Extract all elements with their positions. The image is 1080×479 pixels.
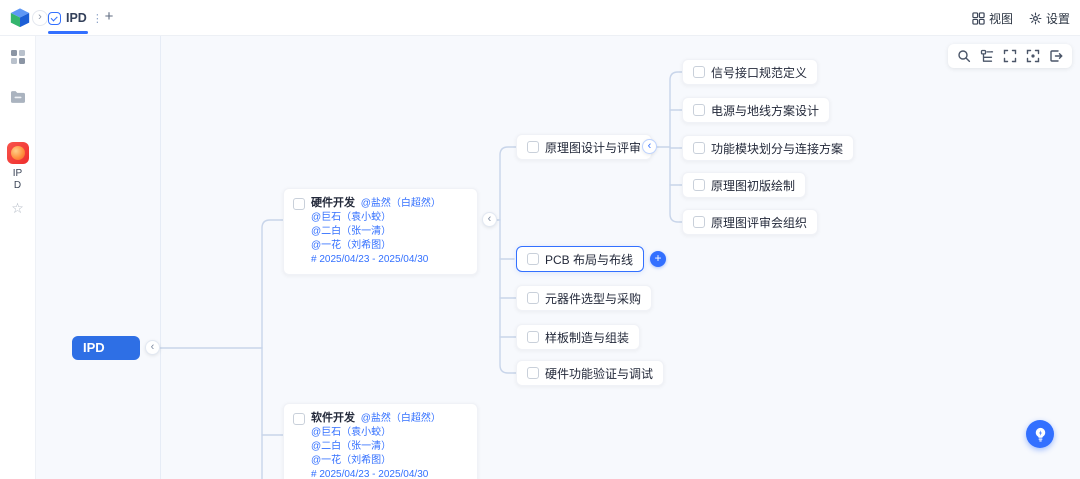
node-label: 原理图评审会组织 xyxy=(711,215,808,230)
ipd-app-icon[interactable] xyxy=(6,142,29,164)
node-title: 软件开发 xyxy=(311,412,355,424)
checkbox[interactable] xyxy=(693,216,705,228)
chevron-left-icon: ‹ xyxy=(647,140,652,152)
chevron-left-icon: ‹ xyxy=(487,213,492,225)
mindmap-node-pcb-layout[interactable]: PCB 布局与布线 xyxy=(516,246,645,272)
hardware-collapse-button[interactable]: ‹ xyxy=(482,212,497,227)
ipd-app-label: IPD xyxy=(12,168,23,191)
date-range[interactable]: # 2025/04/23 - 2025/04/30 xyxy=(311,254,429,265)
node-title: 硬件开发 xyxy=(311,197,355,209)
assignee-mention[interactable]: @巨石（袁小蛟） xyxy=(311,427,392,438)
checkbox[interactable] xyxy=(527,292,539,304)
settings-label: 设置 xyxy=(1045,11,1070,26)
mindmap-node-module-partitioning[interactable]: 功能模块划分与连接方案 xyxy=(682,135,855,161)
gear-icon xyxy=(1029,12,1042,24)
mindmap-node-signal-interface-spec[interactable]: 信号接口规范定义 xyxy=(682,59,819,85)
mindmap-node-component-sourcing[interactable]: 元器件选型与采购 xyxy=(516,285,653,311)
assignee-mention[interactable]: @巨石（袁小蛟） xyxy=(311,212,392,223)
mindmap-node-schematic-first-draft[interactable]: 原理图初版绘制 xyxy=(682,172,807,198)
node-label: 原理图初版绘制 xyxy=(711,178,796,193)
mindmap-connectors xyxy=(159,71,683,479)
checkbox[interactable] xyxy=(693,66,705,78)
assignee-mention[interactable]: @一花（刘希图） xyxy=(311,240,392,251)
checkbox[interactable] xyxy=(527,141,539,153)
view-button[interactable]: 视图 xyxy=(972,10,1013,27)
favorite-star-icon[interactable]: ☆ xyxy=(11,200,24,216)
assignee-mention[interactable]: @二白（张一清） xyxy=(311,226,392,237)
node-label: 元器件选型与采购 xyxy=(545,291,642,306)
mindmap-node-power-ground-design[interactable]: 电源与地线方案设计 xyxy=(682,97,831,123)
mindmap-node-schematic-design[interactable]: 原理图设计与评审 xyxy=(516,134,653,160)
active-tab-underline xyxy=(48,31,88,34)
mindmap-node-prototype-assembly[interactable]: 样板制造与组装 xyxy=(516,324,641,350)
checkbox[interactable] xyxy=(527,253,539,265)
checkbox[interactable] xyxy=(527,367,539,379)
mindmap-node-hardware-validation[interactable]: 硬件功能验证与调试 xyxy=(516,360,665,386)
assignee-mention[interactable]: @二白（张一清） xyxy=(311,441,392,452)
lightbulb-bolt-icon xyxy=(1035,427,1045,441)
mindmap-node-software-dev[interactable]: 软件开发 @盐然（白超然） @巨石（袁小蛟） @二白（张一清） @一花（刘希图）… xyxy=(283,403,478,479)
fullscreen-icon[interactable] xyxy=(1003,49,1017,63)
schematic-collapse-button[interactable]: ‹ xyxy=(642,139,657,154)
node-label: 功能模块划分与连接方案 xyxy=(711,141,844,156)
search-icon[interactable] xyxy=(957,49,971,63)
tree-structure-icon[interactable] xyxy=(980,49,994,63)
canvas-guide-line xyxy=(160,36,161,479)
workspace-grid-icon[interactable] xyxy=(9,48,27,66)
view-grid-icon xyxy=(972,11,985,25)
assignee-mention[interactable]: @盐然（白超然） xyxy=(360,413,441,424)
chevron-left-icon: ‹ xyxy=(150,341,155,353)
node-label: 原理图设计与评审 xyxy=(545,140,642,155)
add-tab-button[interactable]: + xyxy=(104,8,114,25)
node-text: 硬件开发 @盐然（白超然） @巨石（袁小蛟） @二白（张一清） @一花（刘希图）… xyxy=(311,196,469,267)
center-focus-icon[interactable] xyxy=(1026,49,1040,63)
node-label: 信号接口规范定义 xyxy=(711,65,808,80)
top-bar: › IPD ⋮ + 视图 设置 xyxy=(0,0,1080,36)
expand-panel-button[interactable]: › xyxy=(32,10,48,26)
mindmap-node-schematic-review-meeting[interactable]: 原理图评审会组织 xyxy=(682,209,819,235)
folder-icon[interactable] xyxy=(9,88,27,106)
assistant-bubble-button[interactable] xyxy=(1026,420,1054,448)
checkbox[interactable] xyxy=(693,104,705,116)
date-range[interactable]: # 2025/04/23 - 2025/04/30 xyxy=(311,469,429,479)
root-collapse-button[interactable]: ‹ xyxy=(145,340,160,355)
task-doc-icon xyxy=(48,11,61,25)
plus-icon: + xyxy=(654,251,662,265)
canvas-toolbar xyxy=(948,44,1072,68)
left-sidebar: IPD ☆ xyxy=(0,36,36,479)
mindmap-canvas[interactable]: IPD ‹ 硬件开发 @盐然（白超然） @巨石（袁小蛟） @二白（张一清） @一… xyxy=(36,36,1080,479)
node-label: 样板制造与组装 xyxy=(545,330,630,345)
settings-button[interactable]: 设置 xyxy=(1029,10,1070,27)
checkbox[interactable] xyxy=(293,413,305,425)
checkbox[interactable] xyxy=(693,179,705,191)
assignee-mention[interactable]: @盐然（白超然） xyxy=(360,198,441,209)
assignee-mention[interactable]: @一花（刘希图） xyxy=(311,455,392,466)
add-child-node-button[interactable]: + xyxy=(650,251,666,267)
mindmap-root-node[interactable]: IPD xyxy=(72,336,140,360)
tab-more-icon[interactable]: ⋮ xyxy=(91,12,103,25)
node-label: 硬件功能验证与调试 xyxy=(545,366,654,381)
node-label: PCB 布局与布线 xyxy=(545,252,634,267)
checkbox[interactable] xyxy=(293,198,305,210)
root-node-label: IPD xyxy=(83,340,105,355)
checkbox[interactable] xyxy=(527,331,539,343)
node-label: 电源与地线方案设计 xyxy=(711,103,820,118)
view-label: 视图 xyxy=(988,11,1013,26)
tab-label: IPD xyxy=(66,11,87,25)
export-icon[interactable] xyxy=(1049,49,1063,63)
app-logo-icon[interactable] xyxy=(9,7,31,29)
tab-ipd[interactable]: IPD ⋮ xyxy=(48,6,103,30)
checkbox[interactable] xyxy=(693,142,705,154)
node-text: 软件开发 @盐然（白超然） @巨石（袁小蛟） @二白（张一清） @一花（刘希图）… xyxy=(311,411,469,479)
mindmap-node-hardware-dev[interactable]: 硬件开发 @盐然（白超然） @巨石（袁小蛟） @二白（张一清） @一花（刘希图）… xyxy=(283,188,478,275)
